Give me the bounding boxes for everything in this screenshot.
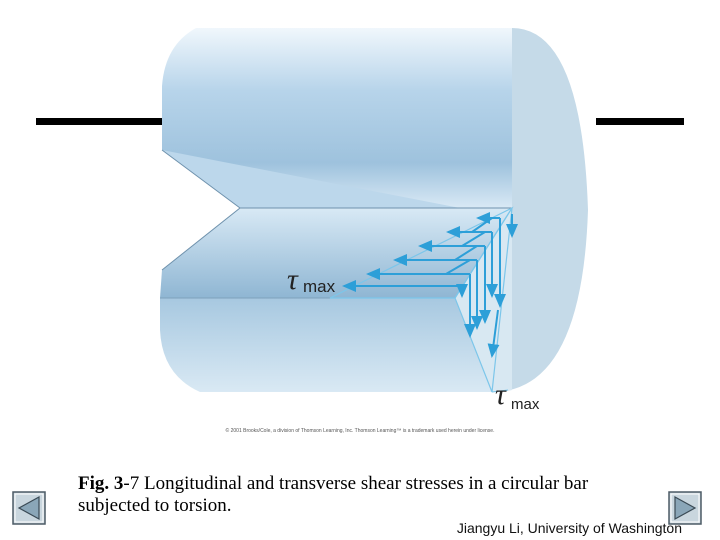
- transverse-arrows: [456, 214, 518, 338]
- right-shaft: [596, 118, 684, 125]
- triangle-left-icon: [12, 491, 46, 525]
- tau-max-transverse-symbol: τ: [495, 378, 507, 411]
- tau-lower-leader: [491, 389, 509, 393]
- figure-caption: Fig. 3-7 Longitudinal and transverse she…: [78, 473, 658, 517]
- left-shaft: [36, 118, 162, 125]
- notch-lower-face: [160, 208, 512, 298]
- longitudinal-arrows: [342, 212, 500, 292]
- author-credit: Jiangyu Li, University of Washington: [456, 520, 682, 536]
- triangle-right-icon: [668, 491, 702, 525]
- bar-upper-surface: [162, 28, 512, 208]
- tau-max-longitudinal-symbol: τ: [287, 263, 299, 296]
- bar-lower-surface: [160, 298, 492, 392]
- transverse-arrows-lower: [487, 309, 500, 358]
- next-slide-button[interactable]: [668, 491, 702, 525]
- tau-max-longitudinal-sub: max: [303, 277, 336, 296]
- tau-max-transverse-sub: max: [511, 396, 540, 413]
- copyright-notice: © 2001 Brooks/Cole, a division of Thomso…: [225, 428, 495, 434]
- figure-label: Fig. 3: [78, 473, 124, 494]
- arrow-joints: [445, 217, 500, 275]
- torsion-bar-figure: τ max τ max: [36, 28, 684, 413]
- caption-text: -7 Longitudinal and transverse shear str…: [78, 473, 589, 516]
- notch-upper-face: [162, 150, 512, 208]
- previous-slide-button[interactable]: [12, 491, 46, 525]
